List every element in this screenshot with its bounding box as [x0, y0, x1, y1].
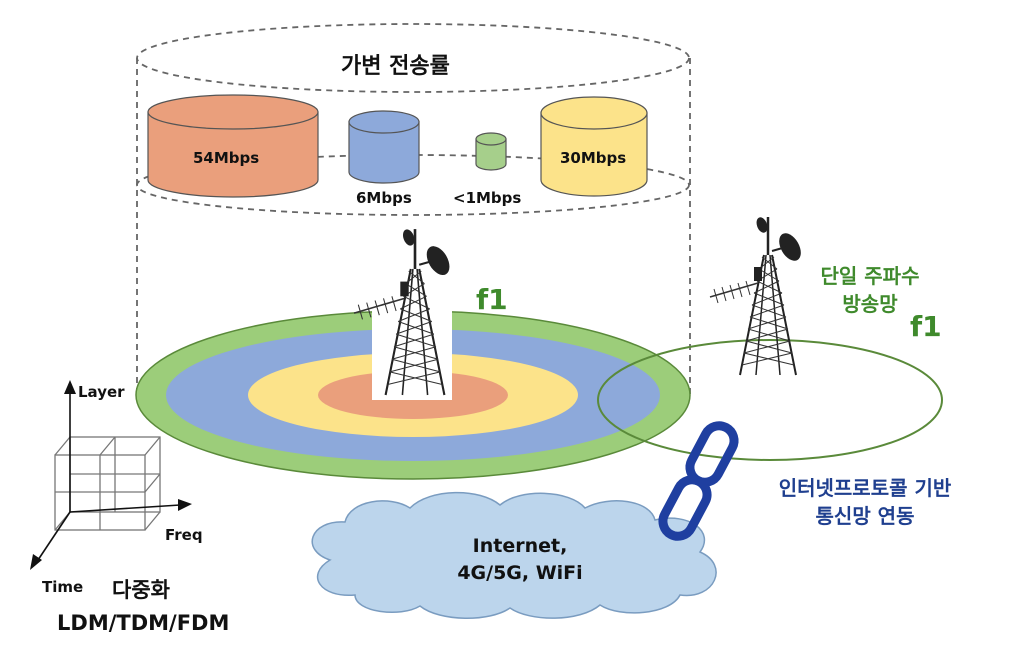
cloud-label: Internet, 4G/5G, WiFi — [430, 533, 610, 587]
axis-time-label: Time — [42, 578, 84, 596]
freq-label-left: f1 — [476, 283, 508, 316]
ip-link-label: 인터넷프로토콜 기반 통신망 연동 — [730, 474, 1000, 530]
cloud-label-line1: Internet, — [472, 535, 568, 557]
axis-layer-label: Layer — [78, 383, 125, 401]
rate-30mbps-label: 30Mbps — [560, 149, 627, 167]
axis-freq-label: Freq — [165, 526, 203, 544]
cylinder-30mbps — [540, 96, 648, 197]
sfn-label-line1: 단일 주파수 — [820, 264, 920, 288]
cylinder-6mbps — [348, 110, 420, 184]
variable-rate-title: 가변 전송률 — [341, 54, 450, 79]
rate-1mbps-label: <1Mbps — [453, 189, 522, 207]
ip-link-label-line1: 인터넷프로토콜 기반 — [778, 476, 952, 500]
internet-cloud — [311, 491, 717, 619]
multiplex-subtitle: LDM/TDM/FDM — [57, 611, 230, 635]
chain-link-icon — [658, 421, 739, 541]
sfn-label: 단일 주파수 방송망 — [800, 262, 940, 318]
axes-icon — [30, 380, 192, 570]
sfn-label-line2: 방송망 — [842, 292, 898, 316]
rate-6mbps-label: 6Mbps — [356, 189, 412, 207]
cloud-label-line2: 4G/5G, WiFi — [457, 562, 583, 584]
coverage-ellipse-right — [597, 339, 943, 461]
rate-54mbps-label: 54Mbps — [193, 149, 260, 167]
variable-rate-cylinder — [136, 23, 691, 395]
cylinder-54mbps — [147, 94, 319, 198]
ip-link-label-line2: 통신망 연동 — [815, 504, 915, 528]
cylinder-1mbps — [475, 132, 507, 171]
freq-label-right: f1 — [910, 310, 942, 343]
multiplex-title: 다중화 — [112, 578, 170, 602]
transmitter-tower-right — [708, 214, 807, 377]
